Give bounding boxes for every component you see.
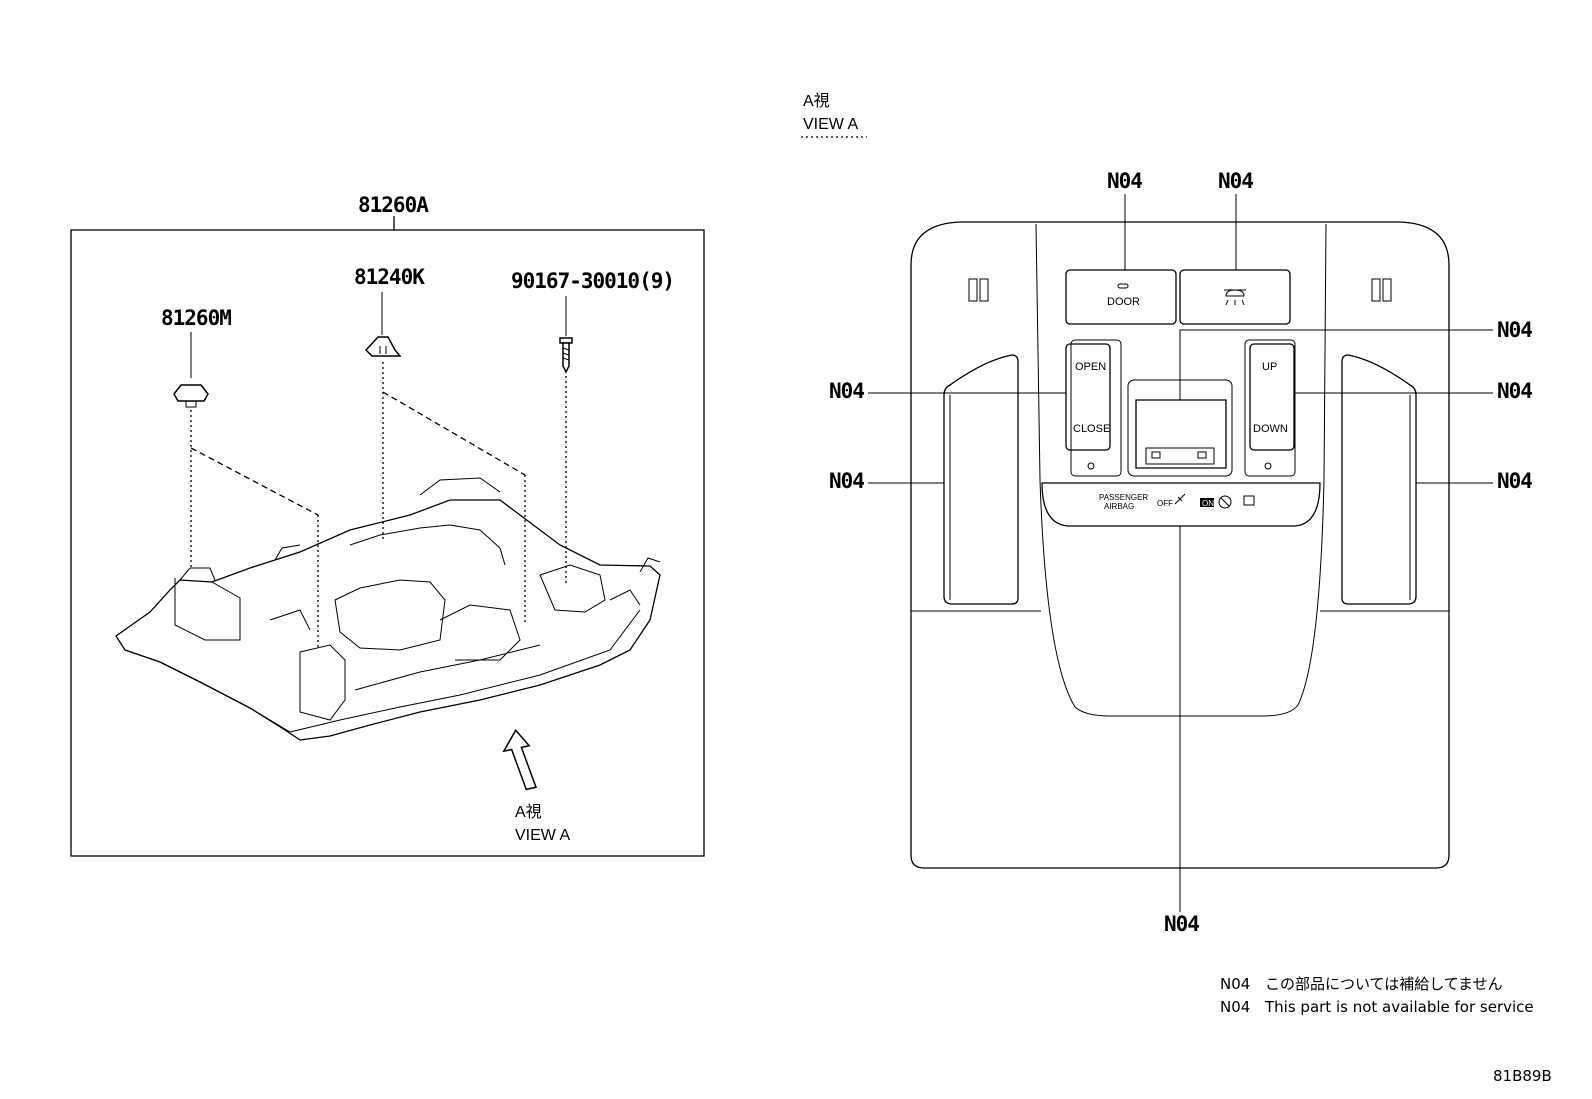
airbag-airbag-label: AIRBAG: [1104, 502, 1134, 511]
airbag-on-label: ON: [1202, 499, 1214, 508]
lamp-clip-icon: [364, 336, 402, 357]
indicator-left-icon: [1087, 462, 1095, 470]
indicator-right-icon: [1264, 462, 1272, 470]
left-lamp-lens[interactable]: [943, 354, 1019, 605]
close-label: CLOSE: [1073, 423, 1110, 435]
part-label-81240k[interactable]: 81240K: [354, 265, 426, 289]
view-a-title-en: VIEW A: [803, 116, 858, 133]
switch-housing-right: [1244, 339, 1296, 477]
view-a-section: A視 VIEW A DOOR: [801, 92, 1533, 936]
assembly-frame: [70, 229, 705, 857]
n04-callout-airbag-panel[interactable]: N04: [1164, 912, 1200, 936]
door-button[interactable]: [1065, 269, 1177, 325]
door-button-label: DOOR: [1107, 296, 1140, 308]
assembly-section: 81260A 81260M 81240K 90167-30010(9): [70, 193, 705, 857]
center-module[interactable]: [1135, 399, 1227, 469]
legend: N04 この部品については補給してません N04 This part is no…: [1220, 975, 1552, 1085]
airbag-on-badge: [1200, 498, 1214, 507]
legend-code-jp: N04: [1220, 975, 1250, 993]
seat-icon: [1243, 495, 1255, 506]
sunroof-open-close-switch[interactable]: [1065, 343, 1111, 451]
arrow-view-jp: A視: [515, 803, 542, 821]
n04-callout-right-lens[interactable]: N04: [1497, 469, 1533, 493]
legend-note-en: This part is not available for service: [1264, 998, 1534, 1016]
map-light-right-icon: [1371, 278, 1392, 302]
sunroof-up-down-switch[interactable]: [1249, 343, 1295, 451]
airbag-passenger-label: PASSENGER: [1099, 493, 1148, 502]
view-a-title-jp: A視: [803, 92, 830, 110]
airbag-status-icon: [1218, 495, 1232, 509]
down-label: DOWN: [1253, 423, 1288, 435]
n04-callout-up-down[interactable]: N04: [1497, 379, 1533, 403]
map-light-left-icon: [968, 278, 989, 302]
airbag-indicator-panel: [1041, 482, 1321, 527]
open-label: OPEN: [1075, 361, 1106, 373]
lamp-cap-icon: [173, 384, 209, 408]
arrow-view-en: VIEW A: [515, 827, 570, 844]
dome-light-button[interactable]: [1179, 269, 1291, 325]
view-a-arrow-icon: [502, 728, 538, 791]
part-label-81260m[interactable]: 81260M: [161, 306, 232, 330]
screw-icon: [559, 337, 573, 374]
airbag-off-label: OFF: [1157, 499, 1173, 508]
legend-note-jp: この部品については補給してません: [1265, 975, 1503, 993]
n04-callout-dome[interactable]: N04: [1218, 169, 1254, 193]
n04-callout-center-module[interactable]: N04: [1497, 318, 1533, 342]
dome-light-icon: [1224, 289, 1246, 306]
right-lamp-lens[interactable]: [1341, 354, 1417, 605]
n04-callout-left-lens[interactable]: N04: [829, 469, 865, 493]
overhead-console-housing: [115, 477, 661, 741]
console-outline: [910, 221, 1450, 869]
part-label-90167-30010[interactable]: 90167-30010(9): [511, 269, 675, 293]
n04-callout-open-close[interactable]: N04: [829, 379, 865, 403]
airbag-off-icon: [1174, 493, 1186, 505]
switch-housing-left: [1070, 339, 1122, 477]
part-label-81260a[interactable]: 81260A: [358, 193, 430, 217]
up-label: UP: [1262, 361, 1277, 373]
figure-id: 81B89B: [1493, 1067, 1552, 1085]
n04-callout-door[interactable]: N04: [1107, 169, 1143, 193]
legend-code-en: N04: [1220, 998, 1250, 1016]
